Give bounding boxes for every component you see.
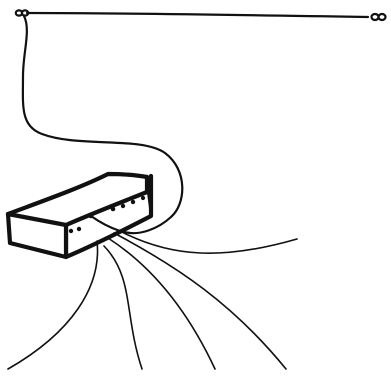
right-insulator-icon [370, 12, 387, 22]
output-wires [7, 214, 298, 370]
radio-box-icon [5, 171, 154, 260]
lead-in-cable [21, 14, 184, 235]
antenna-wire [25, 11, 370, 19]
